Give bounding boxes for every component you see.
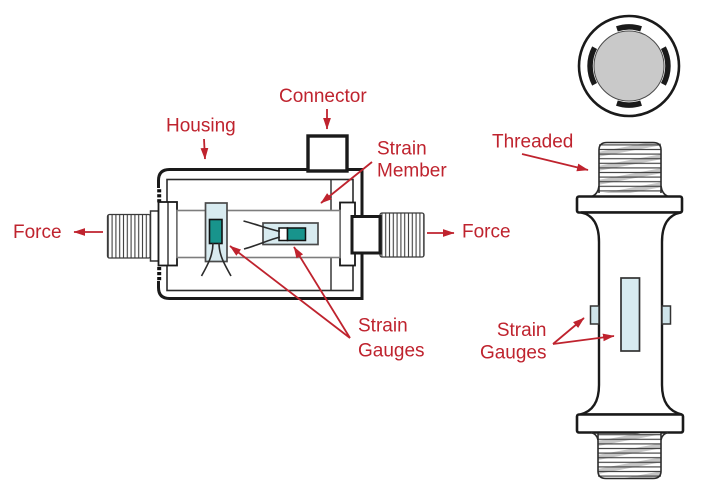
label-force-right: Force (462, 222, 511, 243)
column-strain-gauge (620, 277, 641, 352)
column-top-flange (575, 195, 684, 214)
right-threaded-stud (350, 212, 425, 258)
label-column-strain-gauges-line1: Strain (497, 320, 547, 341)
end-view (577, 14, 681, 118)
arrow-strain-gauge-1 (229, 245, 351, 339)
left-support-block (157, 201, 178, 267)
center-gauge-wire (243, 236, 281, 250)
center-gauge-terminal (278, 227, 289, 242)
left-threaded-stud (106, 210, 160, 262)
left-strain-gauge (200, 202, 232, 277)
right-stud-boss (350, 215, 382, 255)
label-strain-gauges-line2: Gauges (358, 341, 425, 362)
center-gauge-wire (243, 220, 281, 233)
left-stud-shoulder (149, 210, 160, 262)
center-gauge-element (286, 227, 307, 242)
arrow-column-gauge-2 (552, 333, 615, 345)
label-threaded: Threaded (492, 132, 573, 153)
side-section-view (106, 134, 425, 300)
arrow-threaded (521, 153, 589, 172)
column-side-tab-right (661, 305, 672, 325)
label-strain-member-line1: Strain (377, 139, 427, 160)
column-bottom-flange (575, 413, 685, 434)
center-strain-gauge (243, 220, 319, 250)
left-gauge-element (208, 218, 223, 245)
label-strain-member-line2: Member (377, 161, 447, 182)
arrow-housing (200, 138, 209, 160)
label-strain-gauges-line1: Strain (358, 316, 408, 337)
bayonet-lugs (587, 24, 671, 108)
housing-wall-dashes (157, 189, 162, 281)
arrow-strain-member (320, 161, 373, 204)
arrow-strain-gauge-2 (293, 246, 351, 339)
column-side-tab-left (589, 305, 600, 325)
callout-labels: Connector Housing Strain Member Force Fo… (13, 86, 573, 364)
connector-block (306, 134, 349, 173)
column-view (575, 141, 685, 480)
end-view-core (593, 30, 665, 102)
label-connector: Connector (279, 86, 367, 107)
label-housing: Housing (166, 116, 236, 137)
label-column-strain-gauges-line2: Gauges (480, 343, 547, 364)
arrow-column-gauge-1 (552, 317, 585, 345)
left-gauge-wire (218, 242, 232, 277)
left-gauge-wire (200, 242, 214, 277)
label-force-left: Force (13, 222, 62, 243)
callout-arrows (73, 109, 615, 345)
bottom-threaded-stud (590, 431, 669, 480)
top-threaded-stud (591, 141, 669, 198)
